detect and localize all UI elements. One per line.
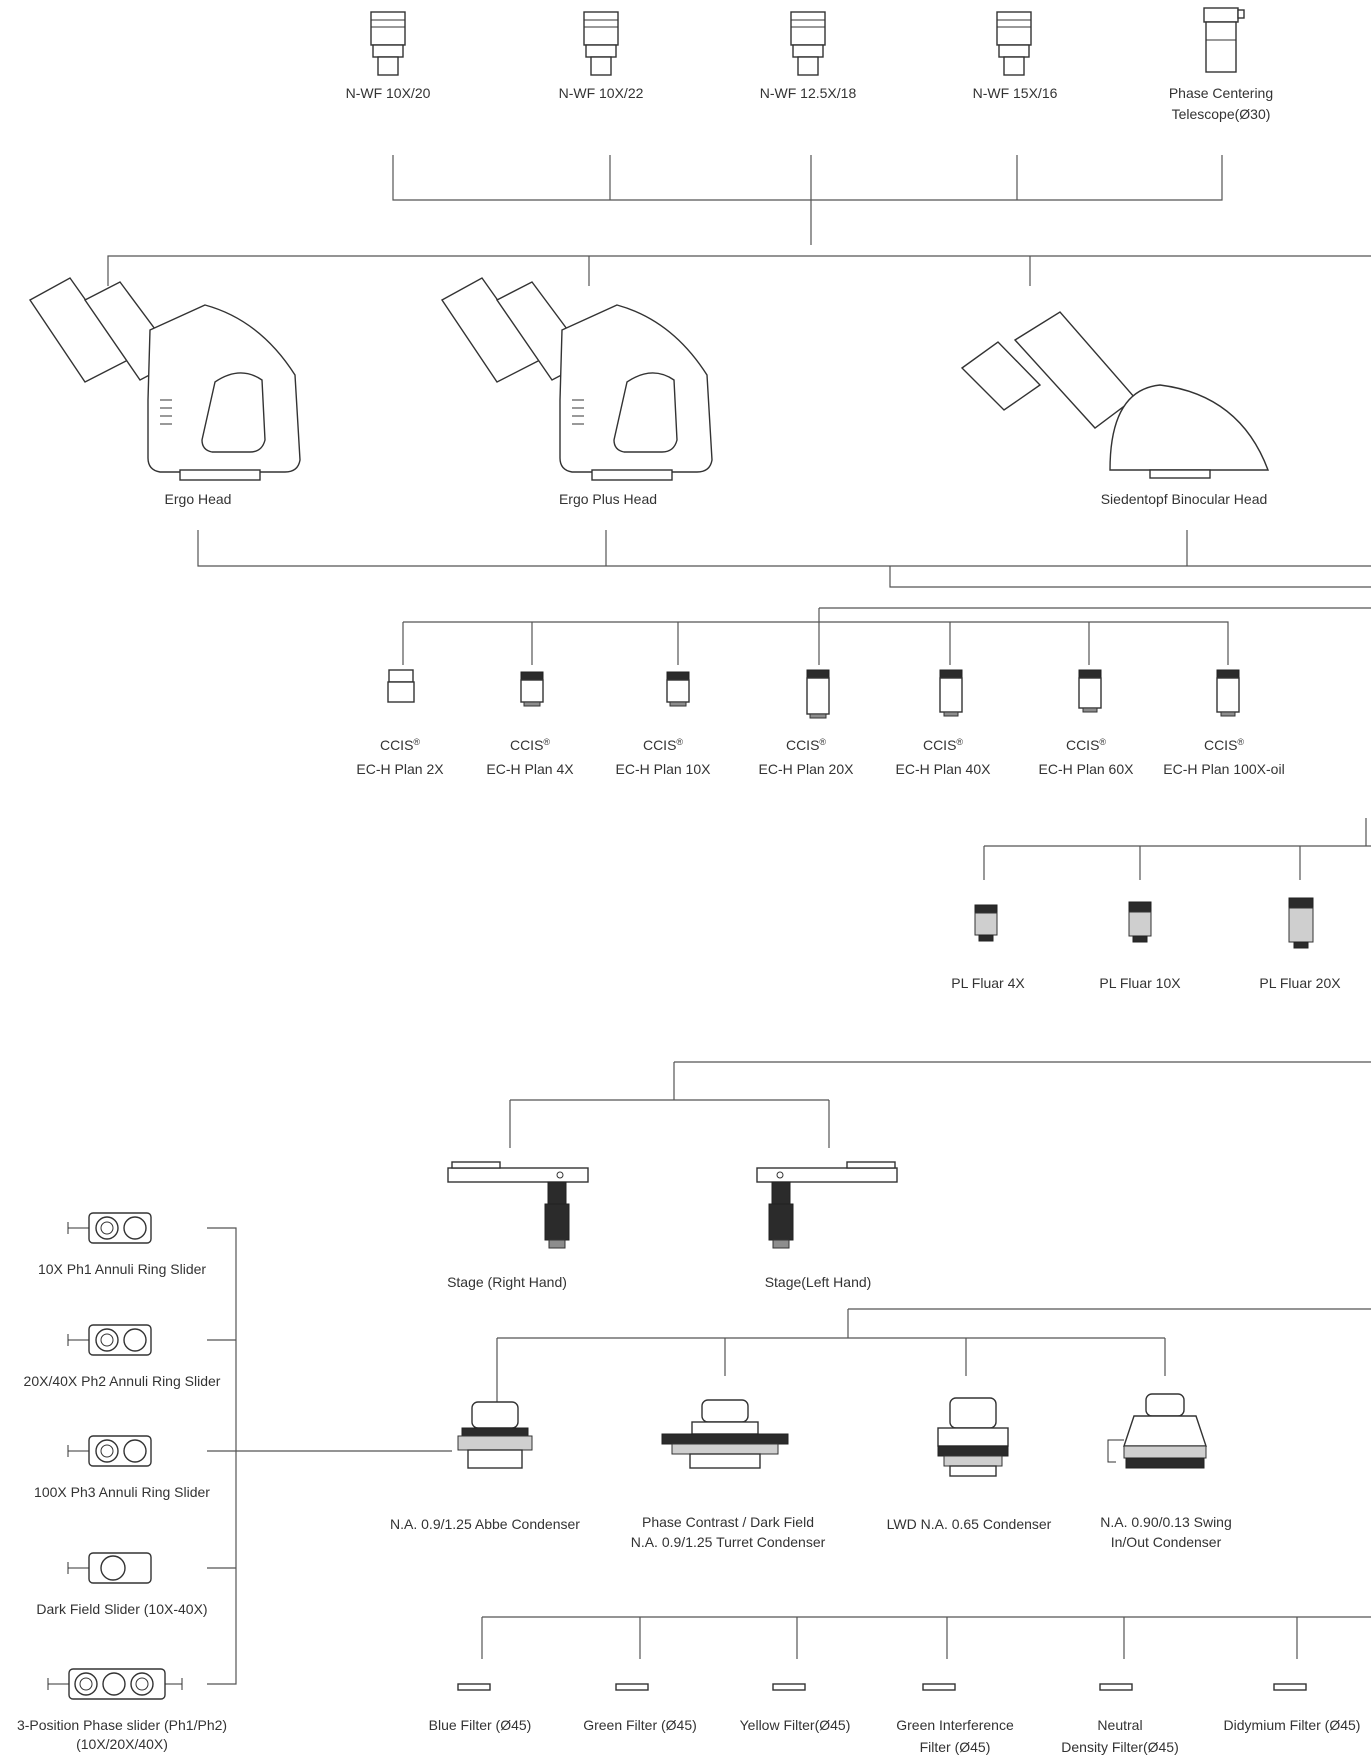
eyepiece-icon <box>583 11 619 76</box>
objective-label: EC-H Plan 10X <box>616 761 712 777</box>
eyepiece-icon <box>790 11 826 76</box>
stage-left-icon <box>756 1161 898 1249</box>
filter-label: Density Filter(Ø45) <box>1061 1739 1178 1755</box>
fluar-label: PL Fluar 20X <box>1259 975 1341 991</box>
objective-icon <box>666 671 690 707</box>
condenser-label: Phase Contrast / Dark Field <box>642 1514 814 1530</box>
eyepiece-label: Phase Centering <box>1169 85 1273 101</box>
condenser-row: N.A. 0.9/1.25 Abbe Condenser Phase Contr… <box>390 1393 1232 1550</box>
objective-label: EC-H Plan 40X <box>896 761 992 777</box>
condenser-label: In/Out Condenser <box>1111 1534 1222 1550</box>
telescope-icon <box>1203 7 1245 73</box>
objective-brand: CCIS® <box>380 737 420 753</box>
objective-icon <box>806 669 830 719</box>
dark-field-slider-icon <box>67 1552 152 1584</box>
filter-label: Green Filter (Ø45) <box>583 1717 697 1733</box>
eyepiece-icon <box>996 11 1032 76</box>
objective-brand: CCIS® <box>923 737 963 753</box>
filter-label: Yellow Filter(Ø45) <box>740 1717 851 1733</box>
stage-row: Stage (Right Hand) Stage(Left Hand) <box>447 1161 898 1290</box>
plan-objective-row <box>387 669 1240 719</box>
slider-label: 10X Ph1 Annuli Ring Slider <box>38 1261 206 1277</box>
ergo-plus-head-icon <box>440 277 713 481</box>
fluar-objective-icon <box>1128 901 1152 943</box>
filter-icon <box>922 1683 956 1691</box>
filter-icon <box>615 1683 649 1691</box>
fluar-objective-icon <box>1288 897 1314 949</box>
fluar-label: PL Fluar 10X <box>1099 975 1181 991</box>
turret-condenser-icon <box>661 1399 789 1469</box>
filter-label: Filter (Ø45) <box>920 1739 991 1755</box>
objective-icon <box>1078 669 1102 713</box>
filter-label: Blue Filter (Ø45) <box>429 1717 532 1733</box>
objective-icon <box>1216 669 1240 717</box>
objective-brand: CCIS® <box>786 737 826 753</box>
head-label: Siedentopf Binocular Head <box>1101 491 1268 507</box>
filter-icon <box>1273 1683 1307 1691</box>
objective-label: EC-H Plan 4X <box>486 761 574 777</box>
lwd-condenser-icon <box>937 1397 1009 1477</box>
slider-label: 100X Ph3 Annuli Ring Slider <box>34 1484 210 1500</box>
eyepiece-label: N-WF 10X/22 <box>559 85 644 101</box>
siedentopf-head-icon <box>960 311 1270 479</box>
slider-label: Dark Field Slider (10X-40X) <box>36 1601 207 1617</box>
slider-label: 3-Position Phase slider (Ph1/Ph2) <box>17 1717 227 1733</box>
condenser-label: N.A. 0.9/1.25 Abbe Condenser <box>390 1516 580 1532</box>
filter-row: Blue Filter (Ø45) Green Filter (Ø45) Yel… <box>429 1683 1361 1755</box>
ph2-slider-icon <box>67 1324 152 1356</box>
objective-icon <box>387 669 415 703</box>
eyepiece-label: N-WF 12.5X/18 <box>760 85 857 101</box>
three-position-slider-icon <box>47 1668 183 1700</box>
objective-brand: CCIS® <box>510 737 550 753</box>
abbe-condenser-icon <box>457 1401 533 1469</box>
objective-icon <box>520 671 544 707</box>
stage-label: Stage(Left Hand) <box>765 1274 872 1290</box>
head-row: Ergo Head Ergo Plus Head Siedentopf Bino… <box>28 277 1270 507</box>
head-label: Ergo Plus Head <box>559 491 657 507</box>
slider-label: (10X/20X/40X) <box>76 1736 168 1752</box>
condenser-label: N.A. 0.9/1.25 Turret Condenser <box>631 1534 826 1550</box>
eyepiece-label: N-WF 10X/20 <box>346 85 431 101</box>
objective-label: EC-H Plan 60X <box>1039 761 1135 777</box>
condenser-label: LWD N.A. 0.65 Condenser <box>887 1516 1052 1532</box>
objective-label: EC-H Plan 100X-oil <box>1163 761 1284 777</box>
swing-condenser-icon <box>1107 1393 1207 1469</box>
objective-label: EC-H Plan 20X <box>759 761 855 777</box>
stage-right-icon <box>447 1161 589 1249</box>
plan-objective-labels: CCIS® CCIS® CCIS® CCIS® CCIS® CCIS® CCIS… <box>356 737 1284 777</box>
fluar-objective-row: PL Fluar 4X PL Fluar 10X PL Fluar 20X <box>951 897 1341 991</box>
head-label: Ergo Head <box>165 491 232 507</box>
ergo-head-icon <box>28 277 301 481</box>
slider-column: 10X Ph1 Annuli Ring Slider 20X/40X Ph2 A… <box>17 1212 227 1752</box>
filter-label: Neutral <box>1097 1717 1142 1733</box>
objective-brand: CCIS® <box>1066 737 1106 753</box>
eyepiece-row: N-WF 10X/20 N-WF 10X/22 N-WF 12.5X/18 N-… <box>346 7 1273 122</box>
fluar-objective-icon <box>974 904 998 942</box>
eyepiece-label: N-WF 15X/16 <box>973 85 1058 101</box>
filter-icon <box>1099 1683 1133 1691</box>
objective-icon <box>939 669 963 717</box>
objective-brand: CCIS® <box>1204 737 1244 753</box>
filter-icon <box>457 1683 491 1691</box>
eyepiece-icon <box>370 11 406 76</box>
connector-lines <box>107 155 1371 1685</box>
stage-label: Stage (Right Hand) <box>447 1274 567 1290</box>
objective-label: EC-H Plan 2X <box>356 761 444 777</box>
filter-icon <box>772 1683 806 1691</box>
ph3-slider-icon <box>67 1435 152 1467</box>
objective-brand: CCIS® <box>643 737 683 753</box>
condenser-label: N.A. 0.90/0.13 Swing <box>1100 1514 1232 1530</box>
eyepiece-label: Telescope(Ø30) <box>1172 106 1271 122</box>
slider-label: 20X/40X Ph2 Annuli Ring Slider <box>24 1373 221 1389</box>
filter-label: Didymium Filter (Ø45) <box>1224 1717 1361 1733</box>
fluar-label: PL Fluar 4X <box>951 975 1025 991</box>
filter-label: Green Interference <box>896 1717 1014 1733</box>
ph1-slider-icon <box>67 1212 152 1244</box>
